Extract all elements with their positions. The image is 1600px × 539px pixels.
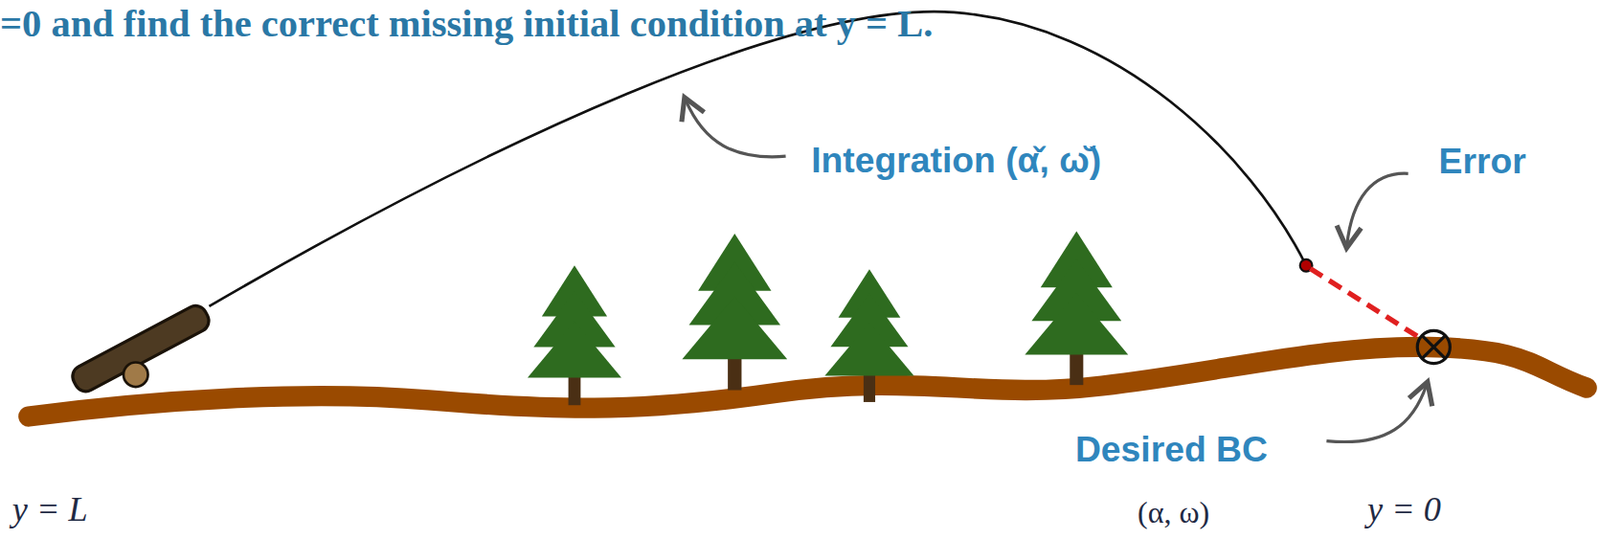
tree bbox=[527, 265, 622, 406]
error-label: Error bbox=[1439, 141, 1527, 181]
error-line bbox=[1309, 268, 1421, 339]
bc-values: (α, ω) bbox=[1137, 495, 1210, 530]
tree bbox=[824, 269, 914, 403]
trajectory bbox=[208, 11, 1307, 307]
cannon bbox=[68, 301, 213, 396]
slide-heading: =0 and find the correct missing initial … bbox=[0, 2, 933, 46]
leader-arrow bbox=[1347, 173, 1409, 246]
desired-bc-label: Desired BC bbox=[1075, 429, 1268, 470]
axis-label: y = L bbox=[12, 491, 89, 530]
leader-arrow bbox=[1326, 384, 1426, 443]
tree bbox=[681, 233, 788, 391]
leader-arrow bbox=[685, 100, 786, 158]
integration-label: Integration (α̌, ω̆) bbox=[811, 140, 1102, 181]
axis-label: y = 0 bbox=[1367, 491, 1442, 530]
tree bbox=[1024, 231, 1128, 386]
target-symbol bbox=[1417, 330, 1450, 363]
cannon-wheel bbox=[123, 361, 149, 387]
ground bbox=[28, 346, 1587, 417]
